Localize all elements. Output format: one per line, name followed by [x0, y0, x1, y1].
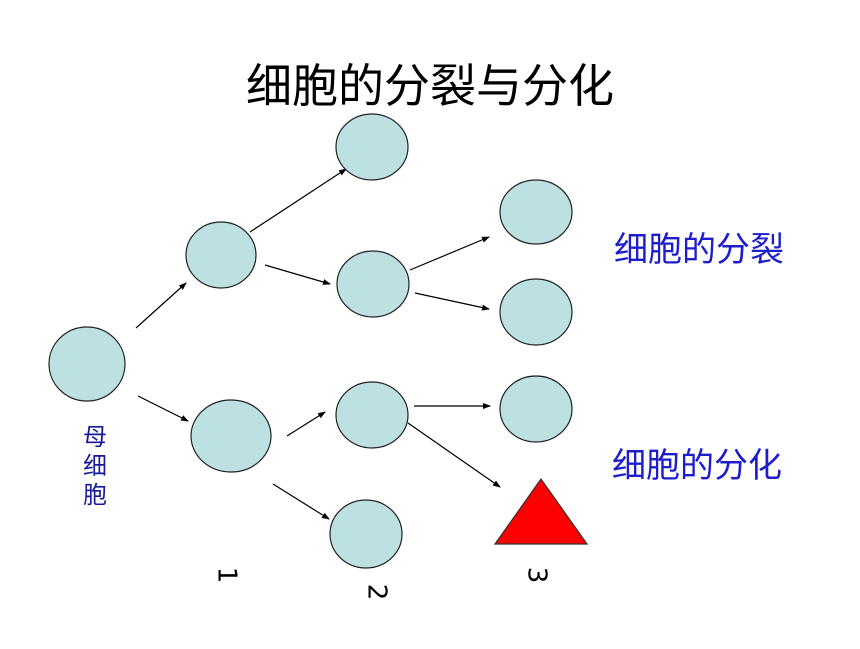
label-cell-division: 细胞的分裂	[614, 230, 784, 270]
cell-gen1-lower	[190, 399, 272, 473]
triangle-cell	[493, 477, 589, 545]
arrow-l1-to-triangle	[407, 422, 501, 488]
generation-label-2: 2	[361, 583, 392, 601]
cell-gen2-lower1	[335, 381, 409, 449]
arrow-mid-to-r1	[409, 236, 490, 271]
arrows	[135, 168, 501, 520]
arrow-upper-to-mid	[264, 264, 331, 285]
cell-gen3-r3	[499, 375, 573, 443]
arrow-mother-to-lower	[137, 395, 189, 422]
cell-gen3-r2	[499, 278, 573, 346]
label-mother-cell: 母细胞	[83, 423, 107, 509]
arrow-mother-to-upper	[135, 282, 187, 329]
label-cell-differentiation: 细胞的分化	[612, 446, 782, 486]
cell-top	[335, 113, 409, 181]
cell-gen1-upper	[185, 221, 257, 289]
generation-label-1: 1	[211, 566, 242, 584]
cells	[48, 113, 573, 569]
mother-cell	[48, 326, 126, 402]
arrow-lower-to-l2	[272, 483, 330, 520]
arrow-mid-to-r2	[414, 292, 490, 311]
cell-gen2-mid	[336, 250, 410, 318]
arrow-upper-to-top	[249, 168, 347, 233]
cell-gen2-lower2	[329, 499, 403, 569]
generation-label-3: 3	[521, 566, 552, 584]
page-title: 细胞的分裂与分化	[246, 59, 614, 113]
cell-gen3-r1	[499, 179, 573, 245]
arrow-lower-to-l1	[286, 411, 326, 437]
